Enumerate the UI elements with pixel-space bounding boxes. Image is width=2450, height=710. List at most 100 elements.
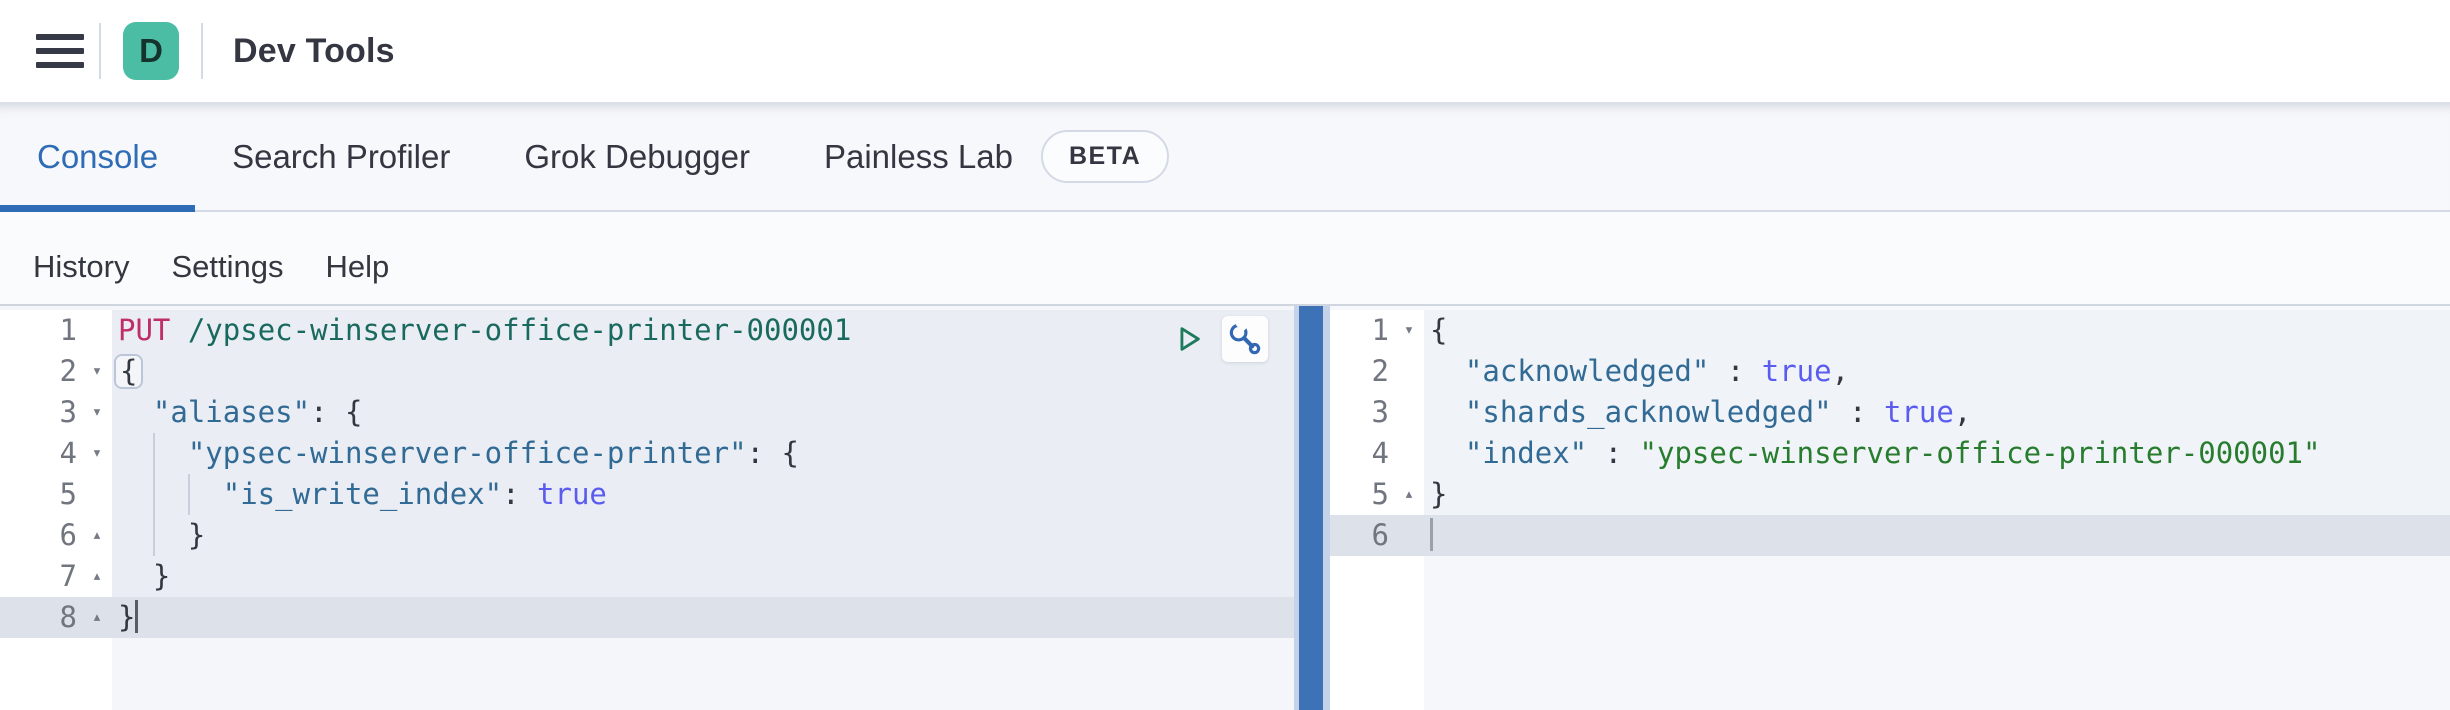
code-token: } bbox=[118, 600, 136, 634]
gutter bbox=[1330, 556, 1424, 710]
code-line: 1 ▾ { bbox=[1330, 310, 2450, 351]
indent-guide bbox=[152, 474, 155, 515]
tab-label: Painless Lab bbox=[823, 137, 1013, 175]
code-line: 3▾ "aliases": { bbox=[0, 392, 1294, 433]
tab-label: Grok Debugger bbox=[524, 137, 750, 175]
code-line: 2▾{ bbox=[0, 351, 1294, 392]
menu-button[interactable] bbox=[36, 34, 84, 68]
code-token: : bbox=[1709, 354, 1762, 388]
wrench-icon[interactable] bbox=[1222, 316, 1268, 362]
line-number: 7 bbox=[59, 559, 77, 593]
code-line-content bbox=[1424, 556, 2450, 710]
console-editors: 1 PUT /ypsec-winserver-office-printer-000… bbox=[0, 304, 2450, 710]
code-token: "ypsec-winserver-office-printer-000001" bbox=[1639, 436, 2321, 470]
gutter: 4 bbox=[1330, 433, 1424, 474]
indent-guide bbox=[187, 474, 190, 515]
splitter-handle bbox=[1299, 306, 1323, 710]
fold-toggle-icon[interactable]: ▴ bbox=[1403, 484, 1415, 504]
tab-painless-lab[interactable]: Painless Lab BETA bbox=[787, 103, 1206, 210]
gutter: 5 bbox=[0, 474, 112, 515]
code-line-content bbox=[112, 638, 1294, 710]
code-token: "ypsec-winserver-office-printer" bbox=[118, 436, 747, 470]
fold-toggle-icon[interactable]: ▾ bbox=[91, 361, 103, 381]
fold-spacer bbox=[1394, 351, 1424, 392]
tab-grok-debugger[interactable]: Grok Debugger bbox=[487, 103, 787, 210]
line-number: 1 bbox=[1371, 313, 1389, 347]
code-line: 4▾ "ypsec-winserver-office-printer": { bbox=[0, 433, 1294, 474]
code-token: /ypsec-winserver-office-printer-000001 bbox=[170, 313, 852, 347]
code-line: 7 ▴ } bbox=[0, 556, 1294, 597]
code-token: , bbox=[1831, 354, 1850, 388]
code-line-content: } bbox=[112, 556, 1294, 597]
fold-toggle-icon[interactable]: ▾ bbox=[91, 443, 103, 463]
page-title: Dev Tools bbox=[233, 31, 395, 70]
code-line: 2 "acknowledged" : true, bbox=[1330, 351, 2450, 392]
code-line: 5▴} bbox=[1330, 474, 2450, 515]
play-icon[interactable] bbox=[1172, 322, 1206, 356]
code-line-content: "is_write_index": true bbox=[112, 474, 1294, 515]
code-token: } bbox=[118, 559, 171, 593]
gutter: 8▴ bbox=[0, 597, 112, 638]
code-line-content: } bbox=[112, 515, 1294, 556]
code-line-content: } bbox=[1424, 474, 2450, 515]
hamburger-icon bbox=[36, 62, 84, 68]
fold-toggle-icon[interactable]: ▾ bbox=[91, 402, 103, 422]
fold-spacer bbox=[1394, 392, 1424, 433]
fold-toggle-icon[interactable]: ▴ bbox=[91, 607, 103, 627]
hamburger-icon bbox=[36, 48, 84, 54]
code-token: "is_write_index" bbox=[118, 477, 503, 511]
tab-bar: Console Search Profiler Grok Debugger Painl… bbox=[0, 103, 2450, 212]
code-line-content: } bbox=[112, 597, 1294, 638]
text-cursor bbox=[1430, 518, 1433, 551]
code-line: 1 PUT /ypsec-winserver-office-printer-000… bbox=[0, 310, 1294, 351]
app-initial: D bbox=[139, 32, 163, 69]
tab-console[interactable]: Console bbox=[0, 103, 196, 212]
menu-item-history[interactable]: History bbox=[33, 249, 130, 284]
code-token: "acknowledged" bbox=[1430, 354, 1710, 388]
line-number: 1 bbox=[59, 313, 77, 347]
console-menu: History Settings Help bbox=[0, 212, 2450, 306]
tab-label: Search Profiler bbox=[232, 137, 451, 175]
fold-spacer bbox=[1394, 515, 1424, 556]
tab-label: Console bbox=[37, 137, 159, 175]
code-line-content: { bbox=[112, 351, 1294, 392]
gutter: 5▴ bbox=[1330, 474, 1424, 515]
indent-guide bbox=[152, 433, 155, 474]
code-token: { bbox=[1430, 313, 1448, 347]
top-bar: D Dev Tools bbox=[0, 0, 2450, 103]
line-number: 5 bbox=[59, 477, 77, 511]
gutter: 4▾ bbox=[0, 433, 112, 474]
tab-search-profiler[interactable]: Search Profiler bbox=[195, 103, 487, 210]
line-number: 5 bbox=[1371, 477, 1389, 511]
code-line: 8▴} bbox=[0, 597, 1294, 638]
response-editor[interactable]: 1▾{2 "acknowledged" : true,3 "shards_ack… bbox=[1330, 306, 2450, 710]
code-line: 6 bbox=[1330, 515, 2450, 556]
gutter: 2▾ bbox=[0, 351, 112, 392]
code-token: : bbox=[1831, 395, 1884, 429]
gutter: 6▴ bbox=[0, 515, 112, 556]
code-token: : bbox=[502, 477, 538, 511]
hamburger-icon bbox=[36, 34, 84, 40]
code-token: PUT bbox=[118, 313, 171, 347]
code-token: } bbox=[1430, 477, 1448, 511]
code-line: 4 "index" : "ypsec-winserver-office-prin… bbox=[1330, 433, 2450, 474]
code-token: "aliases" bbox=[118, 395, 311, 429]
fold-toggle-icon[interactable]: ▾ bbox=[1403, 320, 1415, 340]
request-editor[interactable]: 1 PUT /ypsec-winserver-office-printer-000… bbox=[0, 306, 1294, 710]
pane-splitter[interactable] bbox=[1294, 306, 1330, 710]
fold-spacer bbox=[1394, 433, 1424, 474]
code-line: 5 "is_write_index": true bbox=[0, 474, 1294, 515]
code-token: : bbox=[1587, 436, 1640, 470]
app-icon-badge: D bbox=[123, 22, 179, 80]
menu-item-settings[interactable]: Settings bbox=[171, 249, 284, 284]
beta-badge: BETA bbox=[1040, 130, 1170, 183]
menu-item-help[interactable]: Help bbox=[325, 249, 390, 284]
fold-toggle-icon[interactable]: ▴ bbox=[91, 566, 103, 586]
code-token: { bbox=[114, 354, 144, 389]
fold-toggle-icon[interactable]: ▴ bbox=[91, 525, 103, 545]
code-token: true bbox=[1761, 354, 1832, 388]
code-line-content: { bbox=[1424, 310, 2450, 351]
code-token: } bbox=[118, 518, 206, 552]
code-line-content bbox=[1424, 515, 2450, 556]
